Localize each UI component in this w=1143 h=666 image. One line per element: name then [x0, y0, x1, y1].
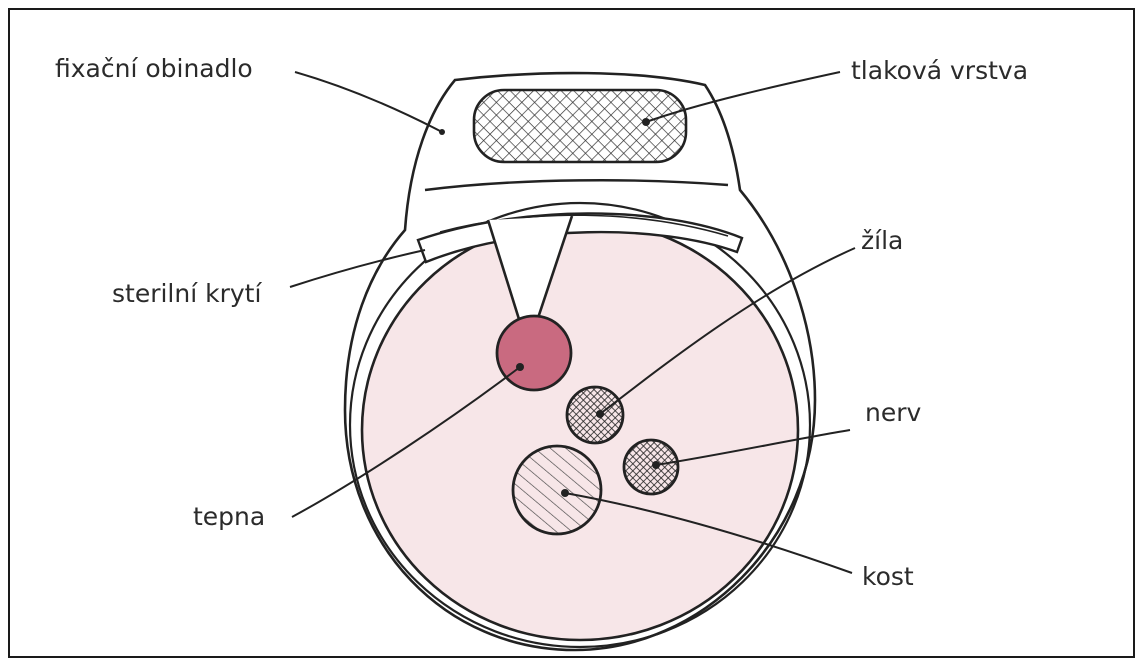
label-artery: tepna — [193, 502, 265, 531]
vein — [567, 387, 623, 443]
label-bone: kost — [862, 562, 914, 591]
label-vein: žíla — [861, 226, 903, 255]
pressure-layer — [474, 90, 686, 162]
label-bandage: fixační obinadlo — [55, 54, 253, 83]
label-nerve: nerv — [865, 398, 922, 427]
bone — [513, 446, 601, 534]
label-pressure-layer: tlaková vrstva — [851, 56, 1028, 85]
leader-bandage — [295, 72, 442, 132]
nerve — [624, 440, 678, 494]
artery — [497, 316, 571, 390]
label-sterile-cover: sterilní krytí — [112, 279, 262, 308]
